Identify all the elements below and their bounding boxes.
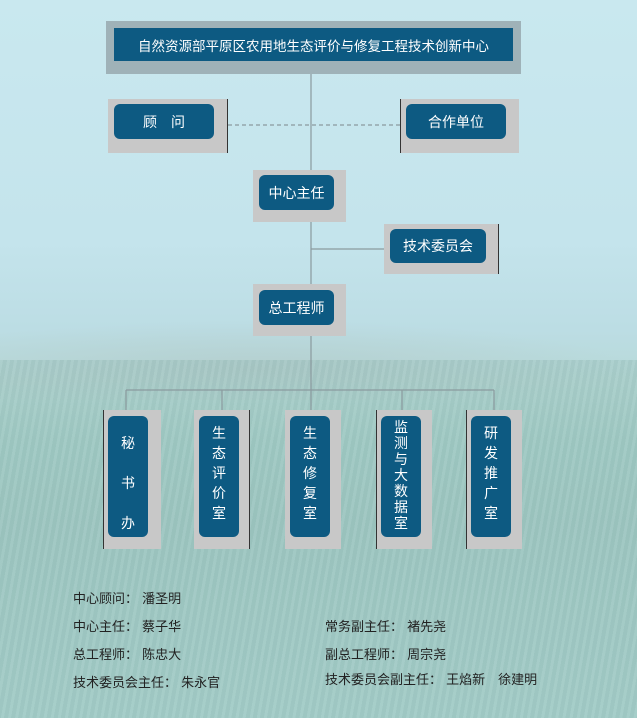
person-center-director: 中心主任： 蔡子华: [73, 616, 181, 635]
person-label: 常务副主任：: [325, 620, 404, 635]
person-deputy-chief-engineer: 副总工程师： 周宗尧: [325, 644, 446, 663]
partner-frame-edge: [400, 99, 401, 153]
dept-char: 生: [212, 426, 226, 442]
person-executive-deputy-director: 常务副主任： 褚先尧: [325, 616, 446, 635]
dept-char: 发: [484, 446, 498, 462]
dept-char: 广: [484, 486, 498, 502]
dept-frame-5-edge: [466, 410, 467, 549]
dept-frame-2-edge: [249, 410, 250, 549]
person-label: 技术委员会主任：: [73, 676, 178, 691]
dept-char: 大: [394, 468, 408, 484]
dept-frame-4-edge: [376, 410, 377, 549]
person-label: 技术委员会副主任：: [325, 673, 443, 688]
person-label: 中心顾问：: [73, 592, 139, 607]
dept-char: 室: [212, 506, 226, 522]
dept-char: 修: [303, 466, 317, 482]
center-title-box: 自然资源部平原区农用地生态评价与修复工程技术创新中心: [114, 28, 513, 61]
dept-frame-1-edge: [103, 410, 104, 549]
dept-char: 复: [303, 486, 317, 502]
person-name: 蔡子华: [142, 620, 182, 635]
advisor-frame-edge: [227, 99, 228, 153]
person-tech-committee-vice-chair: 技术委员会副主任： 王焰新 徐建明: [325, 669, 537, 688]
dept-secretariat-box: 秘 书 办: [108, 416, 148, 537]
dept-char: 室: [303, 506, 317, 522]
dept-char: 与: [394, 452, 408, 468]
person-label: 副总工程师：: [325, 648, 404, 663]
dept-monitoring-bigdata-box: 监 测 与 大 数 据 室: [381, 416, 421, 537]
dept-char: 推: [484, 466, 498, 482]
dept-rnd-promotion-box: 研 发 推 广 室: [471, 416, 511, 537]
dept-char: 书: [121, 476, 135, 492]
dept-char: 监: [394, 420, 408, 436]
dept-char: 研: [484, 426, 498, 442]
dept-char: 数: [394, 484, 408, 500]
dept-char: 办: [121, 516, 135, 532]
person-label: 总工程师：: [73, 648, 139, 663]
dept-char: 生: [303, 426, 317, 442]
dept-char: 态: [212, 446, 226, 462]
person-name: 陈忠大: [142, 648, 182, 663]
person-center-advisor: 中心顾问： 潘圣明: [73, 588, 181, 607]
person-chief-engineer: 总工程师： 陈忠大: [73, 644, 181, 663]
dept-char: 态: [303, 446, 317, 462]
advisor-box: 顾 问: [114, 104, 214, 139]
dept-char: 价: [212, 486, 226, 502]
dept-char: 据: [394, 500, 408, 516]
dept-char: 室: [484, 506, 498, 522]
person-name: 王焰新 徐建明: [446, 673, 538, 688]
dept-char: 室: [394, 516, 408, 532]
person-name: 朱永官: [181, 676, 221, 691]
dept-eco-restoration-box: 生 态 修 复 室: [290, 416, 330, 537]
person-name: 潘圣明: [142, 592, 182, 607]
person-tech-committee-chair: 技术委员会主任： 朱永官: [73, 672, 220, 691]
person-name: 褚先尧: [407, 620, 447, 635]
partner-box: 合作单位: [406, 104, 506, 139]
chief-engineer-box: 总工程师: [259, 290, 334, 325]
tech-committee-frame-edge: [498, 224, 499, 274]
person-label: 中心主任：: [73, 620, 139, 635]
dept-char: 评: [212, 466, 226, 482]
director-box: 中心主任: [259, 175, 334, 210]
person-name: 周宗尧: [407, 648, 447, 663]
tech-committee-box: 技术委员会: [390, 229, 486, 263]
dept-char: 秘: [121, 436, 135, 452]
dept-char: 测: [394, 436, 408, 452]
dept-eco-evaluation-box: 生 态 评 价 室: [199, 416, 239, 537]
